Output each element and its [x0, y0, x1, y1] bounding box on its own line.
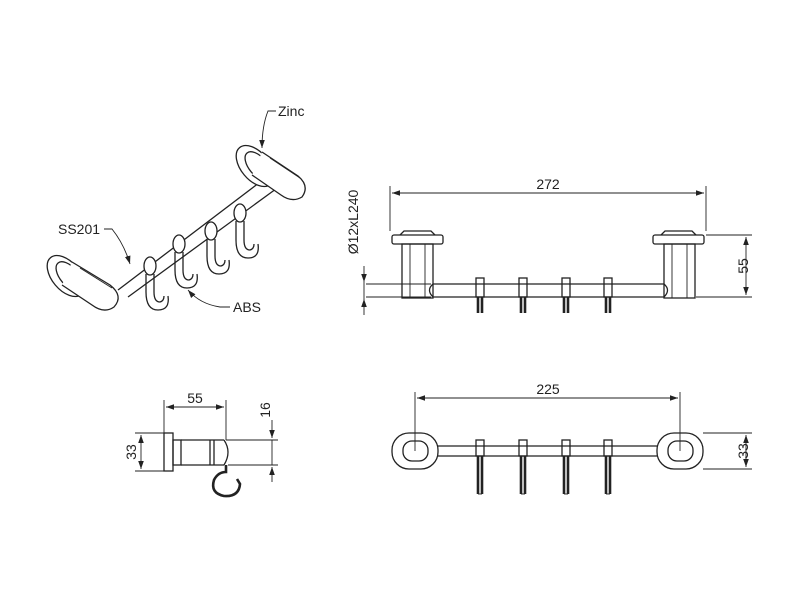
isometric-view: Zinc SS201 ABS	[46, 103, 306, 315]
iso-hook	[204, 221, 230, 275]
top-hook	[603, 439, 613, 495]
dim-side-height	[135, 432, 164, 472]
front-right-flange	[652, 230, 705, 299]
dim-top-length-text: 225	[536, 381, 560, 397]
leader-ss201	[104, 228, 131, 265]
iso-hook	[172, 234, 198, 289]
side-view: 55 16 33	[123, 390, 278, 498]
dim-top-length	[414, 392, 681, 451]
top-hook	[518, 439, 528, 495]
side-hook	[211, 465, 242, 498]
front-hook	[475, 277, 485, 313]
dim-side-depth	[163, 400, 227, 440]
label-abs: ABS	[233, 299, 261, 315]
leader-abs	[187, 289, 230, 308]
dim-side-depth-text: 55	[187, 390, 203, 406]
front-hook	[603, 277, 613, 313]
top-view: 225 33	[391, 381, 752, 495]
iso-rod	[117, 175, 281, 298]
front-rod	[428, 283, 669, 298]
front-hook	[518, 277, 528, 313]
top-hook	[475, 439, 485, 495]
iso-hook	[143, 256, 169, 311]
iso-right-mount	[235, 144, 306, 201]
iso-left-mount	[46, 254, 119, 311]
label-ss201: SS201	[58, 221, 100, 237]
iso-hook	[233, 203, 259, 259]
dim-top-height-text: 33	[735, 443, 751, 459]
front-view: 272 55 Ø12xL240	[345, 176, 752, 315]
label-zinc: Zinc	[278, 103, 304, 119]
front-hook	[561, 277, 571, 313]
dim-front-height-text: 55	[735, 258, 751, 274]
top-rod	[436, 445, 660, 457]
dim-side-height-text: 33	[123, 444, 139, 460]
dim-front-length	[389, 186, 707, 231]
rod-spec-text: Ø12xL240	[345, 189, 361, 254]
dim-top-height	[703, 432, 752, 470]
side-arm	[181, 439, 229, 466]
dim-rod-spec	[361, 266, 431, 315]
leader-zinc	[259, 110, 276, 149]
top-hook	[561, 439, 571, 495]
side-flange	[163, 432, 182, 472]
dim-front-height	[696, 234, 752, 298]
dim-side-offset-text: 16	[257, 402, 273, 418]
dim-front-length-text: 272	[536, 176, 560, 192]
front-left-flange	[391, 230, 444, 299]
dim-side-offset	[226, 420, 278, 482]
